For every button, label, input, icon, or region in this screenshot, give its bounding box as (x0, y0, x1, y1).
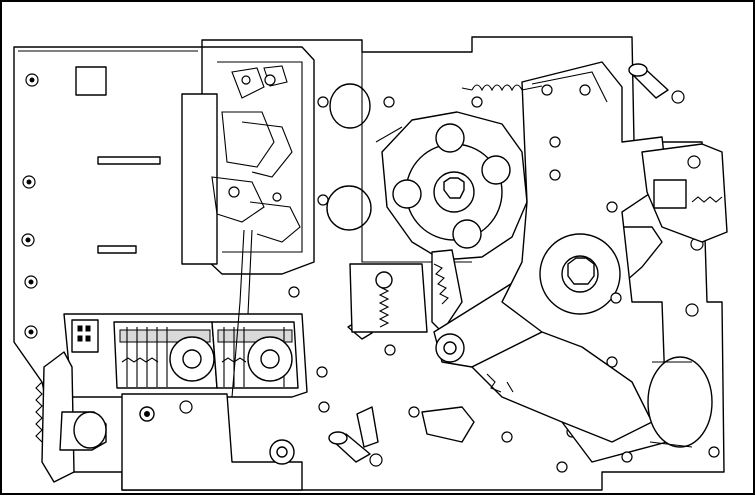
square-cutout (75, 66, 107, 96)
cam-roller-top (435, 123, 465, 153)
cam-roller-right (481, 155, 511, 185)
lower-bracket (121, 393, 303, 491)
slot-upper (97, 156, 161, 165)
top-closing-spring (461, 84, 543, 92)
cam-roller-left (392, 179, 422, 209)
auxiliary-switch-housing (181, 46, 315, 315)
counter-drum-assembly (63, 313, 308, 398)
cylindrical-pins (328, 63, 669, 467)
lower-left-gear (35, 351, 107, 483)
slot-lower (97, 245, 137, 254)
plate-mounting-holes (21, 73, 720, 473)
latch-block (653, 179, 687, 209)
cam-disc-assembly (375, 111, 528, 261)
middle-tension-spring (349, 263, 428, 356)
lower-blade-and-drum (471, 331, 713, 448)
counter-bracket (71, 319, 99, 353)
motor-drum (647, 356, 713, 448)
cam-roller-bottom (452, 219, 482, 249)
right-upper-latch (641, 143, 728, 243)
right-side-plate (501, 61, 668, 463)
lower-middle-plates (231, 301, 475, 448)
toothed-sector (431, 249, 463, 333)
